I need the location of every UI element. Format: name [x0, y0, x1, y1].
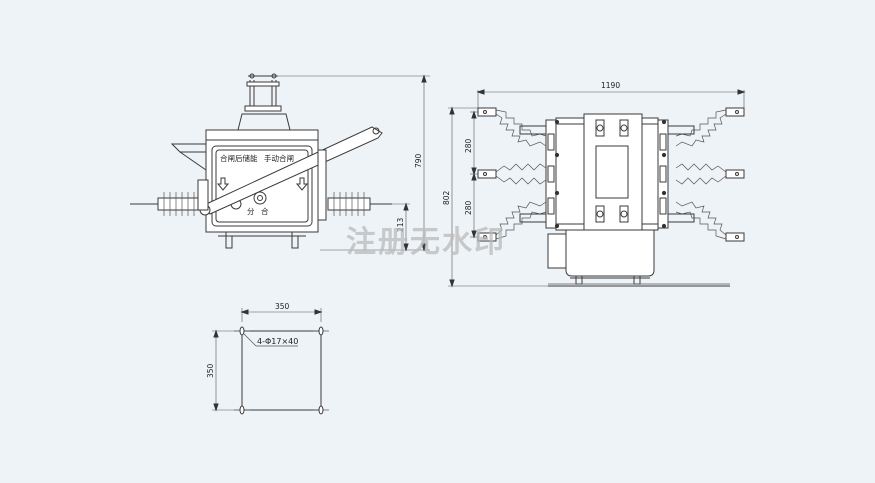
mounting-hole — [234, 326, 250, 336]
dim-spacing-bottom: 280 — [464, 200, 473, 215]
right-insulator-top — [675, 109, 727, 147]
panel-label-manual-close: 手动合闸 — [264, 153, 294, 163]
panel-label-store-energy: 合闸后储能 — [220, 153, 258, 163]
operating-box — [565, 229, 655, 277]
mounting-hole — [313, 326, 329, 336]
front-view: 合闸后储能 手动合闸 分 合 — [130, 73, 430, 252]
left-insulator-bottom — [495, 201, 547, 240]
dim-base-height: 350 — [206, 363, 215, 378]
label-open: 分 — [247, 207, 255, 216]
side-view: 1190 802 280 280 — [442, 81, 746, 288]
left-insulator-middle — [495, 163, 547, 185]
base-frame — [241, 330, 322, 411]
dim-front-height: 790 — [414, 153, 423, 168]
watermark-text: 注册无水印 — [346, 225, 506, 260]
arrow-down-icon — [295, 177, 309, 191]
label-close: 合 — [261, 206, 269, 216]
hole-spec-label: 4-Φ17×40 — [257, 337, 298, 346]
dim-side-width: 1190 — [601, 81, 620, 90]
dim-spacing-top: 280 — [464, 138, 473, 153]
mounting-hole — [234, 405, 250, 415]
dim-side-height: 802 — [442, 190, 451, 205]
arrow-down-icon — [216, 177, 230, 191]
base-view: 350 350 4-Φ17×40 — [206, 302, 329, 415]
handle-knob — [253, 191, 267, 205]
right-insulator — [327, 192, 392, 216]
dim-base-width: 350 — [275, 302, 290, 311]
mounting-hole — [313, 405, 329, 415]
left-insulator — [130, 192, 201, 216]
left-insulator-top — [495, 109, 547, 147]
dim-front-lower: 213 — [396, 217, 405, 232]
right-insulator-middle — [675, 163, 727, 185]
right-insulator-bottom — [675, 201, 727, 240]
